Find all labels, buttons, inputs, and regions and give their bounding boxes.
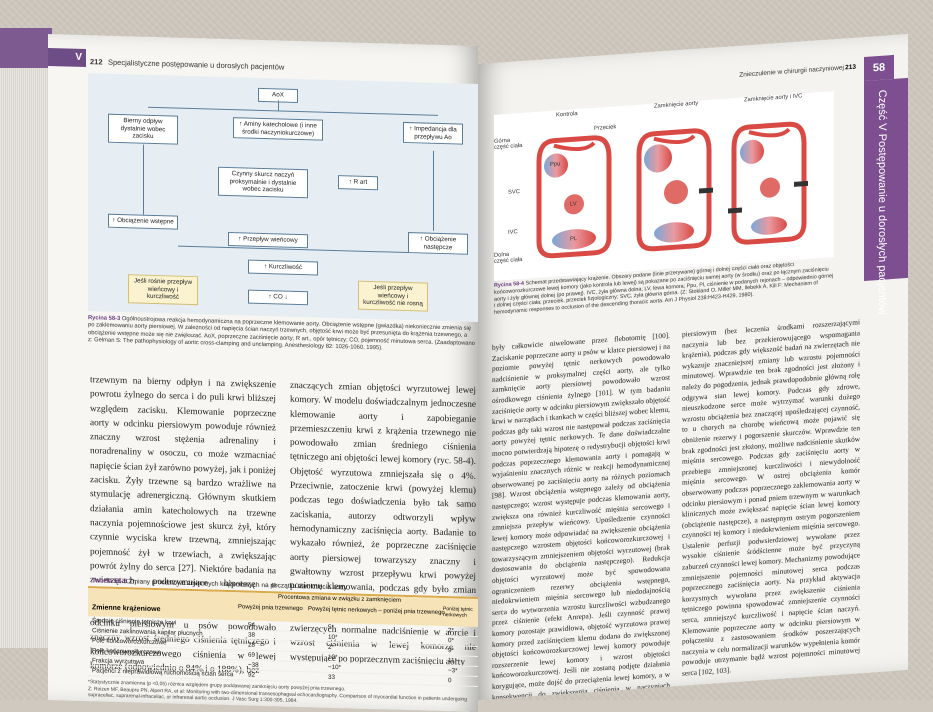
- table-cell-a: 28: [248, 641, 256, 649]
- table-cell-name: Pole końcoworozkurczowe: [92, 637, 167, 647]
- table-cell-b: 10*: [328, 653, 338, 662]
- figure-caption-58-3: Rycina 58-3 Ogólnoustrojowa reakcja hemo…: [88, 315, 478, 356]
- table-col-b: Powyżej tętnic nerkowych – poniżej pnia …: [308, 606, 445, 617]
- label-ivc: IVC: [508, 229, 518, 236]
- box-r-art: ↑ R art: [338, 175, 378, 190]
- right-page-number: 213: [845, 63, 856, 72]
- table-cell-b: 10*: [328, 633, 338, 642]
- label-upper-body: Górna część ciała: [494, 137, 523, 151]
- table-cell-b: 5*: [328, 623, 334, 631]
- table-cell-b: 2*: [328, 643, 334, 651]
- page-edges: [0, 28, 52, 648]
- left-page: V 212 Specjalistyczne postępowanie u dor…: [48, 34, 478, 712]
- right-col-2: piersiowym (bez leczenia środkami rozsze…: [682, 317, 860, 678]
- table-cell-name: Średnie ciśnienie tętnicze krwi: [92, 617, 177, 627]
- box-coronary-flow: ↑ Przepływ wieńcowy: [228, 232, 308, 248]
- diagram-58-3: AoX Bierny odpływ dystalnie wobec zacisk…: [88, 73, 478, 323]
- circuit-aortic-clamp: [636, 128, 713, 252]
- table-58-5: Tabela 58-5 Zmiany procentowe zmiennych …: [88, 575, 478, 706]
- right-page: Znieczulenie w chirurgii naczyniowej 213…: [478, 33, 908, 701]
- box-afterload: ↑ Obciążenie następcze: [408, 232, 468, 255]
- table-cell-a: −38: [248, 661, 259, 669]
- table-cell-b: −10*: [328, 663, 342, 672]
- part-title: Część V Postępowanie u dorosłych pacjent…: [876, 89, 888, 316]
- table-cell-c: 11*: [448, 657, 457, 665]
- table-cell-c: −3*: [448, 667, 458, 675]
- right-running-title: Znieczulenie w chirurgii naczyniowej: [739, 64, 844, 79]
- table-row-header: Zmienne krążeniowe: [92, 604, 161, 614]
- table-label: Tabela 58-5: [92, 577, 127, 586]
- caption-label: Rycina 58-3: [88, 315, 121, 323]
- left-body-text: trzewnym na bierny odpłyn i na zwiększen…: [90, 373, 476, 676]
- box-if-increases: Jeśli rośnie przepływ wieńcowy i kurczli…: [128, 274, 198, 305]
- table-cell-a: 54: [248, 621, 256, 629]
- left-running-title: Specjalistyczne postępowanie u dorosłych…: [108, 57, 285, 72]
- caption-text: Ogólnoustrojowa reakcja hemodynamiczna n…: [88, 316, 475, 352]
- left-page-number: 212: [90, 57, 103, 67]
- right-running-header: Znieczulenie w chirurgii naczyniowej 213: [478, 34, 908, 86]
- table-group-header: Procentowa zmiana w związku z zamknięcie…: [278, 594, 402, 604]
- heart-circulation-svg: [536, 121, 808, 259]
- table-col-a: Powyżej pnia trzewnego: [238, 604, 303, 613]
- table-cell-c: 9*: [448, 647, 454, 655]
- box-active-constriction: Czynny skurcz naczyń proksymalnie i dyst…: [218, 166, 308, 198]
- table-cell-name: Pacjenci z nieprawidłową ruchomością ści…: [92, 667, 234, 679]
- box-if-not-increases: Jeśli przepływ wieńcowy i kurczliwość ni…: [358, 280, 428, 312]
- label-p-lower: PL: [570, 236, 578, 243]
- label-lower-body: Dolna część ciała: [494, 251, 523, 265]
- open-book: V 212 Specjalistyczne postępowanie u dor…: [0, 14, 933, 712]
- table-cell-name: Pole końcowoskurczowe: [92, 647, 161, 657]
- box-catecholamines: ↑ Aminy katecholowe (i inne środki naczy…: [233, 117, 323, 141]
- table-cell-c: 0: [448, 677, 452, 685]
- section-tab-label: V: [75, 51, 82, 63]
- right-body-text: były całkowicie niwelowane przez fleboto…: [492, 317, 862, 700]
- label-lv: LV: [570, 201, 577, 208]
- chapter-number-tab: 58: [864, 54, 894, 82]
- part-sidebar: Część V Postępowanie u dorosłych pacjent…: [864, 77, 908, 315]
- circuit-aortic-ivc-clamp: [728, 121, 808, 245]
- table-cell-c: 2*: [448, 627, 454, 635]
- box-preload: ↑ Obciążenie wstępne: [108, 213, 178, 230]
- box-impedance: ↑ Impedancja dla przepływu Ao: [403, 121, 463, 145]
- box-cardiac-output: ↑ CO ↓: [248, 289, 308, 305]
- table-cell-c: 0*: [448, 637, 454, 645]
- box-passive-outflow: Bierny odpływ dystalnie wobec zacisku: [108, 113, 178, 145]
- table-cell-name: Frakcja wyrzutowa: [92, 657, 145, 666]
- heart-diagram-58-4: Kontrola Zamknięcie aorty Zamknięcie aor…: [494, 91, 834, 281]
- table-cell-b: 33: [328, 673, 336, 682]
- circuit-control: [536, 135, 612, 259]
- label-svc: SVC: [508, 189, 520, 196]
- thumb-tab-edge: [0, 28, 52, 68]
- table-cell-a: 38: [248, 631, 256, 639]
- label-p-upper: Ppu: [550, 161, 561, 168]
- section-tab: V: [48, 48, 86, 68]
- left-running-header: V 212 Specjalistyczne postępowanie u dor…: [48, 34, 478, 72]
- table-col-c: Poniżej tętnic nerkowych: [443, 606, 473, 619]
- table-cell-a: 69: [248, 651, 256, 659]
- box-contractility: ↑ Kurczliwość: [248, 259, 318, 276]
- table-cell-a: 92: [248, 671, 256, 679]
- right-col-1: były całkowicie niwelowane przez fleboto…: [492, 330, 670, 701]
